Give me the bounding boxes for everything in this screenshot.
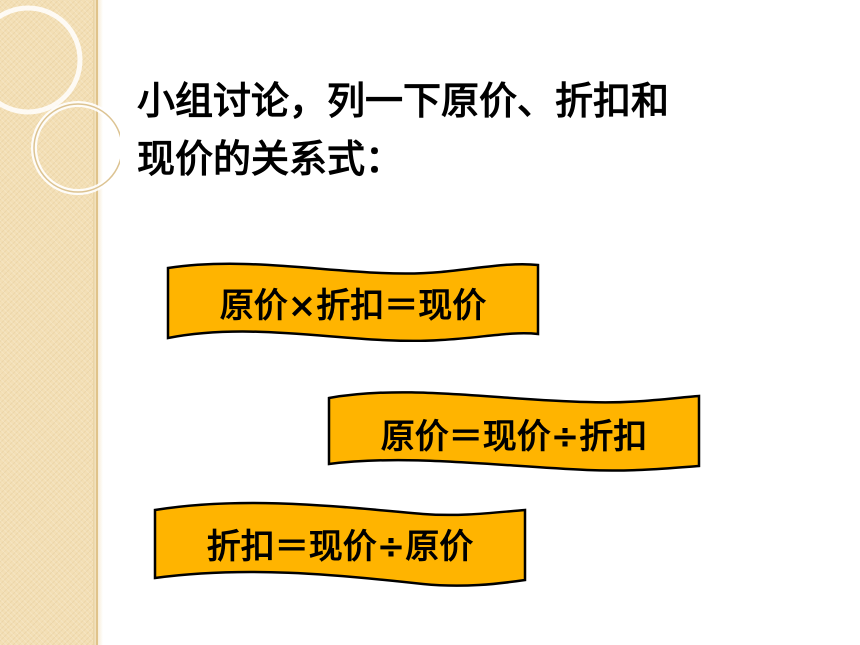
formula-ribbon-1: 原价×折扣＝现价 xyxy=(166,258,540,342)
side-band-gradient-edge xyxy=(93,0,103,645)
ring-medium-shadow xyxy=(33,103,120,193)
ring-large xyxy=(0,5,83,115)
slide-heading: 小组讨论，列一下原价、折扣和 现价的关系式： xyxy=(137,72,777,188)
heading-line-1: 小组讨论，列一下原价、折扣和 xyxy=(137,79,670,123)
ribbon-banner-shape xyxy=(153,501,527,587)
side-band-divider-line xyxy=(96,0,98,645)
formula-text-1: 原价×折扣＝现价 xyxy=(219,285,487,326)
heading-line-2: 现价的关系式： xyxy=(137,137,404,181)
formula-text-2: 原价＝现价÷折扣 xyxy=(380,416,648,457)
formula-ribbon-2: 原价＝现价÷折扣 xyxy=(327,386,701,472)
ribbon-banner-shape xyxy=(327,391,701,472)
decorative-rings xyxy=(0,5,120,195)
formula-text-3: 折扣＝现价÷原价 xyxy=(206,526,474,567)
formula-ribbon-3: 折扣＝现价÷原价 xyxy=(153,496,527,590)
ribbon-banner-shape xyxy=(166,262,540,342)
